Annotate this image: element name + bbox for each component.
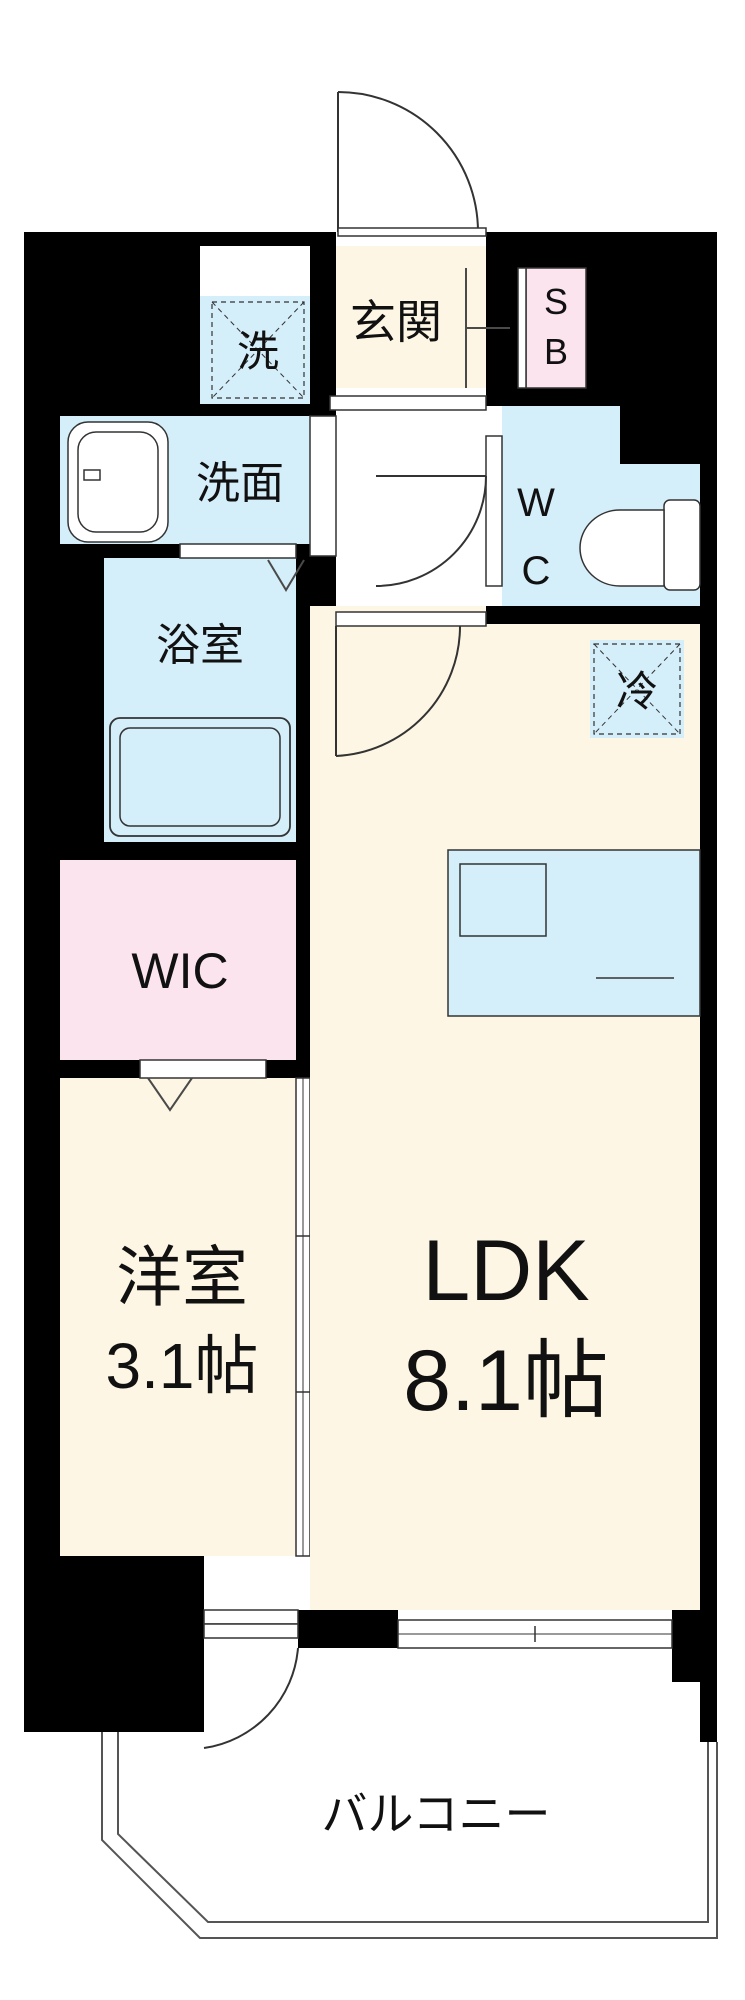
bath-label: 浴室: [156, 621, 244, 670]
rooms: [60, 246, 701, 1749]
top-left-wall: [24, 232, 336, 246]
top-right-wall: [486, 232, 717, 246]
senmen-label: 洗面: [196, 459, 284, 508]
washer-outline: [211, 301, 305, 399]
labels: 玄関 S B 洗 洗面 W C 浴室 冷 WIC 洋室 3.1帖 LDK 8.1…: [106, 281, 658, 1840]
genkan-label: 玄関: [350, 296, 442, 348]
wic-room: [60, 860, 296, 1060]
fridge-label: 冷: [616, 668, 658, 715]
bath-left-wall: [60, 546, 104, 856]
ldk-size-label: 8.1帖: [403, 1333, 609, 1429]
right-outer-wall: [700, 232, 717, 1682]
youshitsu-window: [203, 1609, 299, 1625]
ldk-door: [335, 611, 487, 627]
kitchen-sink: [459, 863, 547, 937]
bath-right-wall: [296, 546, 310, 862]
youshitsu-label: 洋室: [116, 1240, 248, 1314]
wash-basin: [67, 421, 169, 543]
toilet-bowl: [579, 509, 665, 587]
core-wall-left: [60, 246, 200, 404]
bath-bottom-wall: [60, 842, 310, 860]
washer-space: [200, 296, 310, 404]
sb-label-s: S: [544, 281, 568, 322]
toilet-tank: [663, 499, 701, 591]
wic-label: WIC: [131, 943, 228, 999]
wc-bottom-wall: [486, 606, 700, 624]
wc-door: [485, 435, 503, 587]
hallway-divider-top: [329, 395, 487, 411]
wc-label-w: W: [517, 481, 555, 525]
balcony: [101, 1732, 718, 1939]
genkan-room: [336, 246, 486, 388]
youshitsu-size-label: 3.1帖: [106, 1330, 259, 1402]
wash-top-wall: [60, 404, 310, 416]
ldk-bottom-wall: [298, 1610, 398, 1648]
left-outer-wall: [24, 232, 60, 1732]
balcony-right-post: [700, 1682, 717, 1742]
fridge-space: [590, 640, 684, 738]
ldk-room: [310, 624, 700, 1610]
bottom-left-block: [24, 1556, 204, 1732]
entrance-door: [337, 91, 487, 237]
sb-label-b: B: [544, 331, 568, 372]
wc-right-wall: [620, 406, 700, 464]
ldk-label: LDK: [422, 1223, 589, 1319]
balcony-label: バルコニー: [321, 1788, 550, 1840]
wic-right-wall: [296, 860, 310, 1078]
wic-door: [139, 1059, 267, 1079]
senmen-door: [309, 415, 337, 557]
bathtub: [109, 717, 291, 837]
washer-label: 洗: [237, 328, 279, 375]
shoe-box-door: [517, 267, 527, 389]
bath-door: [179, 543, 297, 559]
youshitsu-room: [60, 1078, 296, 1556]
hallway: [336, 388, 486, 624]
wc-label-c: C: [522, 549, 551, 593]
